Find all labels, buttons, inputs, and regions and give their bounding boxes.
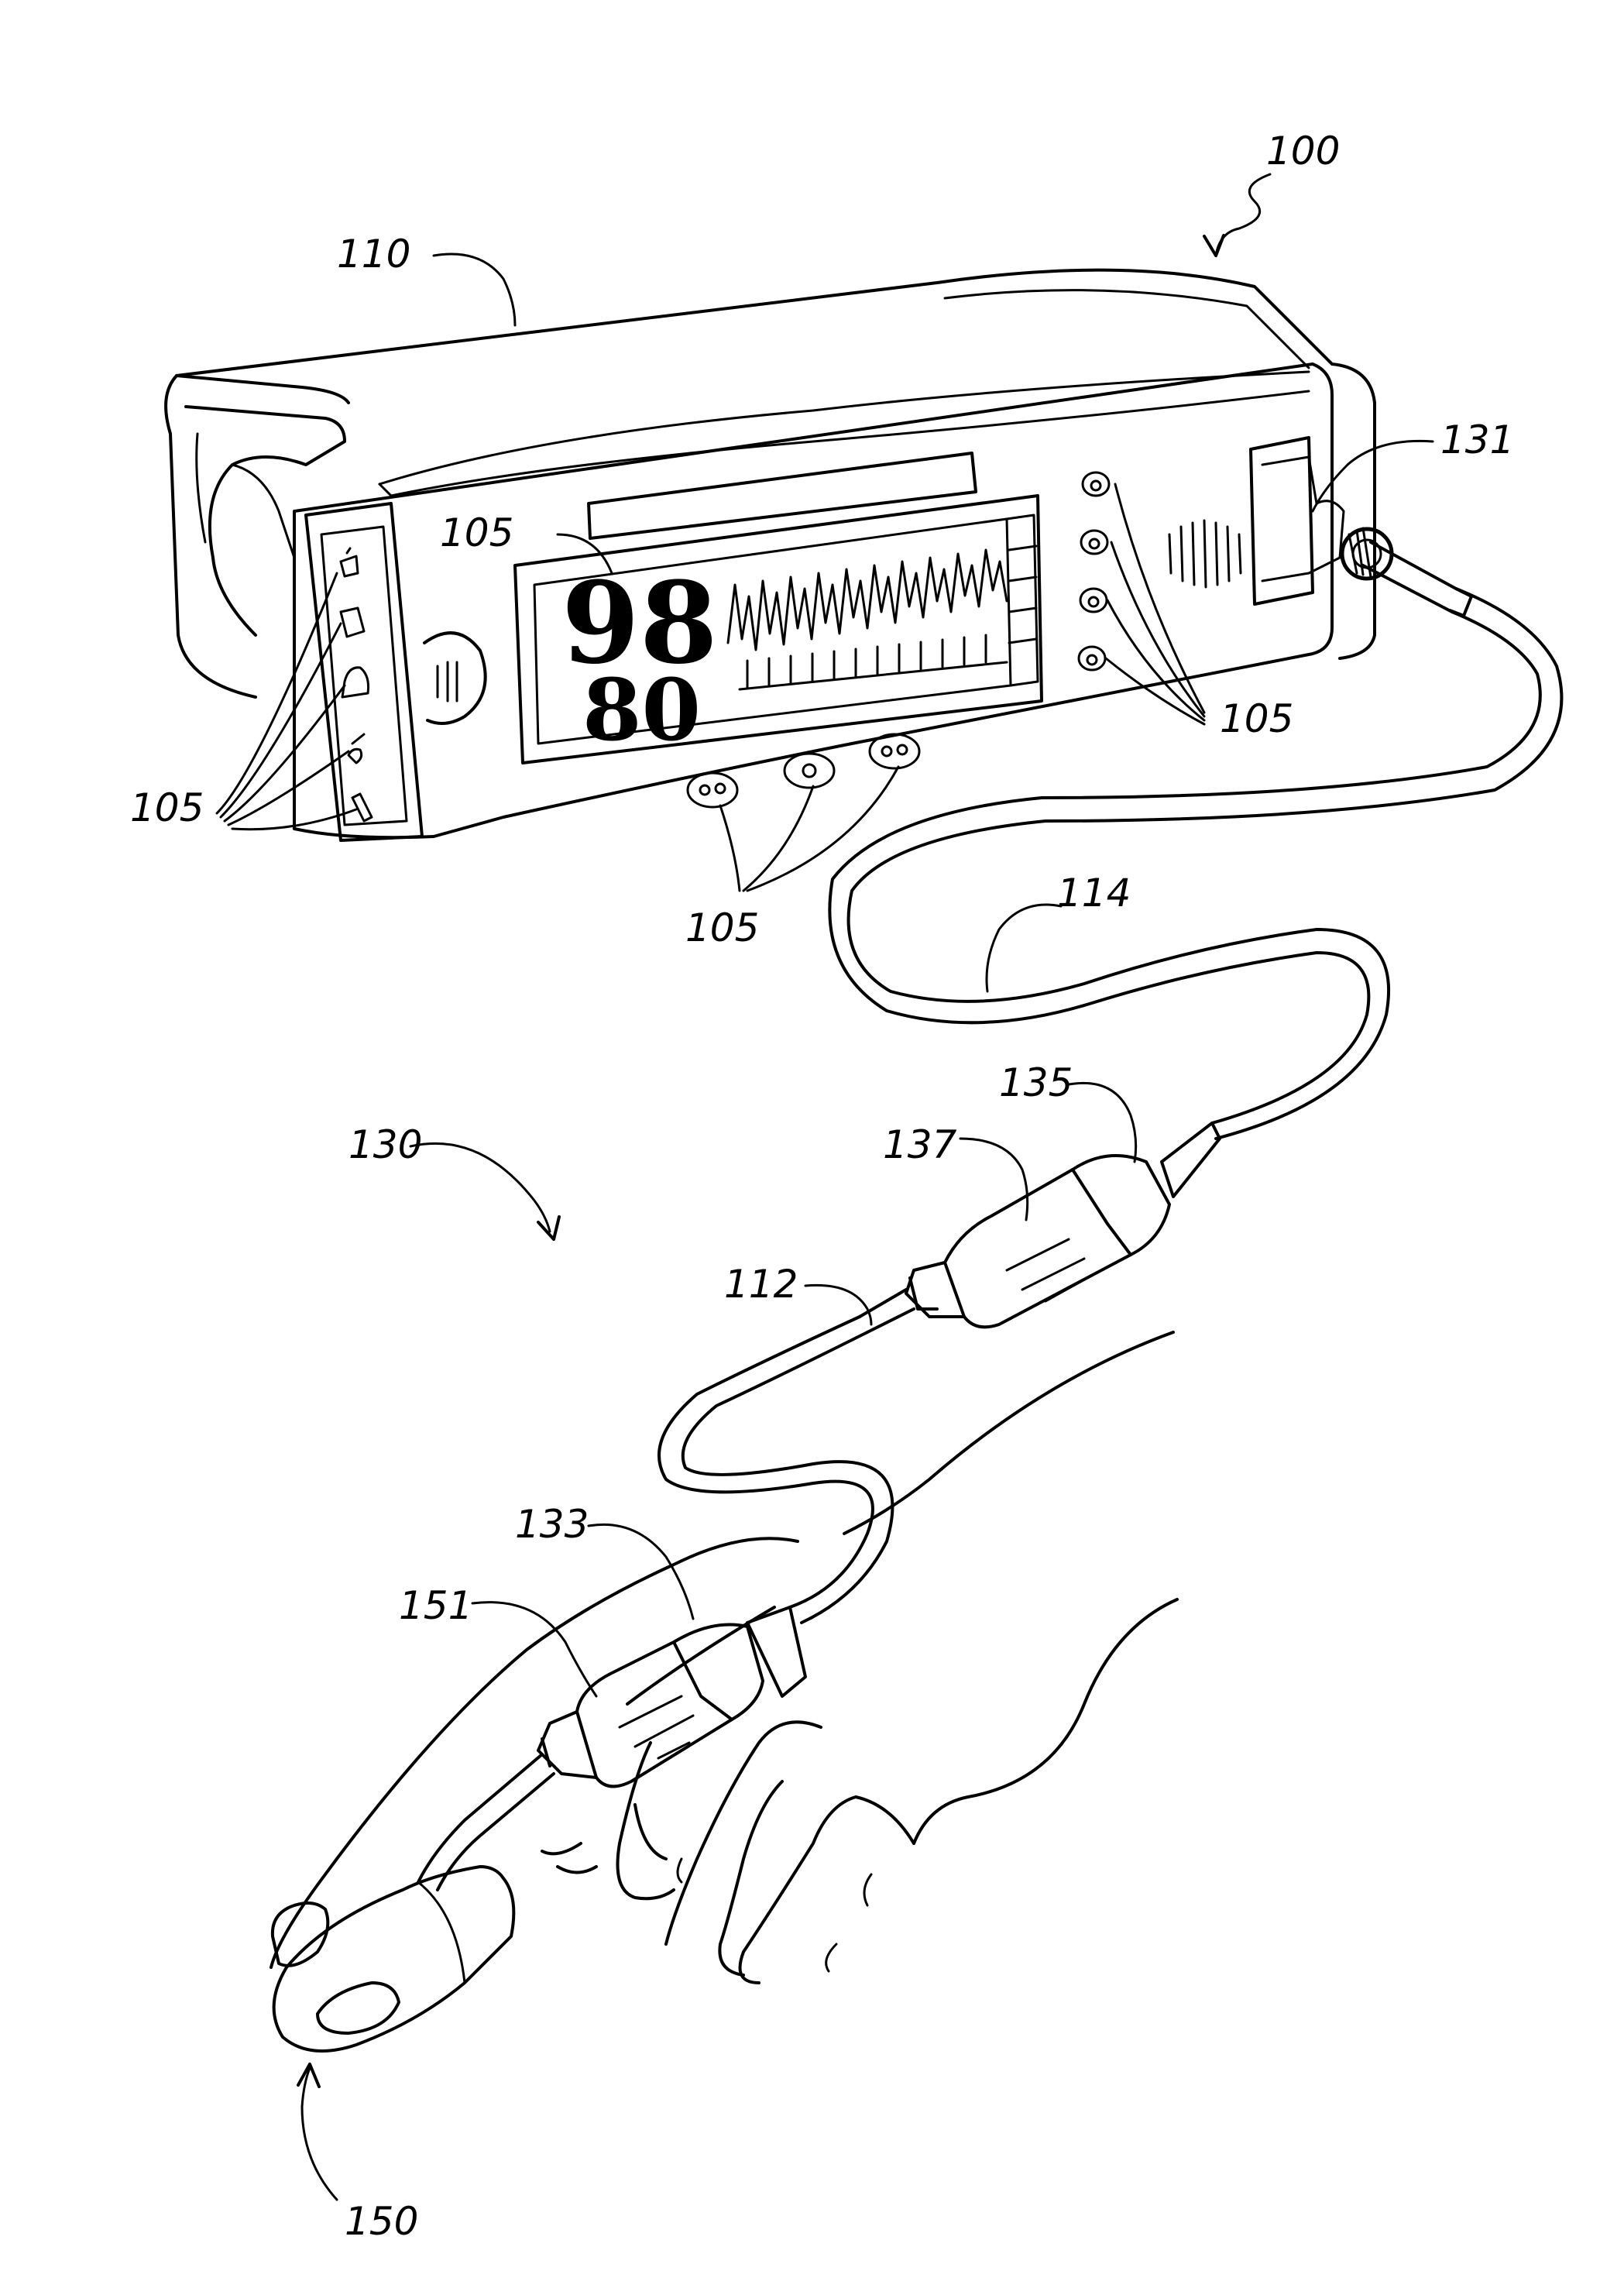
label-sensor-body: 151: [399, 1583, 472, 1628]
main-cable: [829, 542, 1561, 1139]
label-ctrl-bottom: 105: [685, 905, 759, 950]
label-sensor-assembly: 130: [348, 1122, 422, 1167]
monitor-device: 98 80: [166, 270, 1392, 840]
sensor-assembly: [274, 1607, 805, 2051]
label-housing: 110: [337, 232, 410, 277]
label-connector-port: 131: [1440, 417, 1514, 462]
display-value-bottom: 80: [582, 660, 701, 760]
label-cable-main: 114: [1057, 871, 1131, 916]
label-clip: 150: [345, 2199, 418, 2244]
label-connector-female: 137: [883, 1122, 957, 1167]
label-ctrl-right: 105: [1220, 696, 1293, 741]
label-connector-male: 135: [999, 1060, 1073, 1105]
label-ctrl-left: 105: [130, 785, 204, 830]
label-connector-sensor: 133: [515, 1502, 589, 1547]
sensor-cable: [659, 1317, 892, 1623]
label-ctrl-display: 105: [440, 510, 513, 555]
label-cable-sensor: 112: [724, 1262, 798, 1307]
right-buttons: [1079, 472, 1109, 670]
label-device: 100: [1266, 129, 1340, 173]
hand: [271, 1332, 1177, 1983]
